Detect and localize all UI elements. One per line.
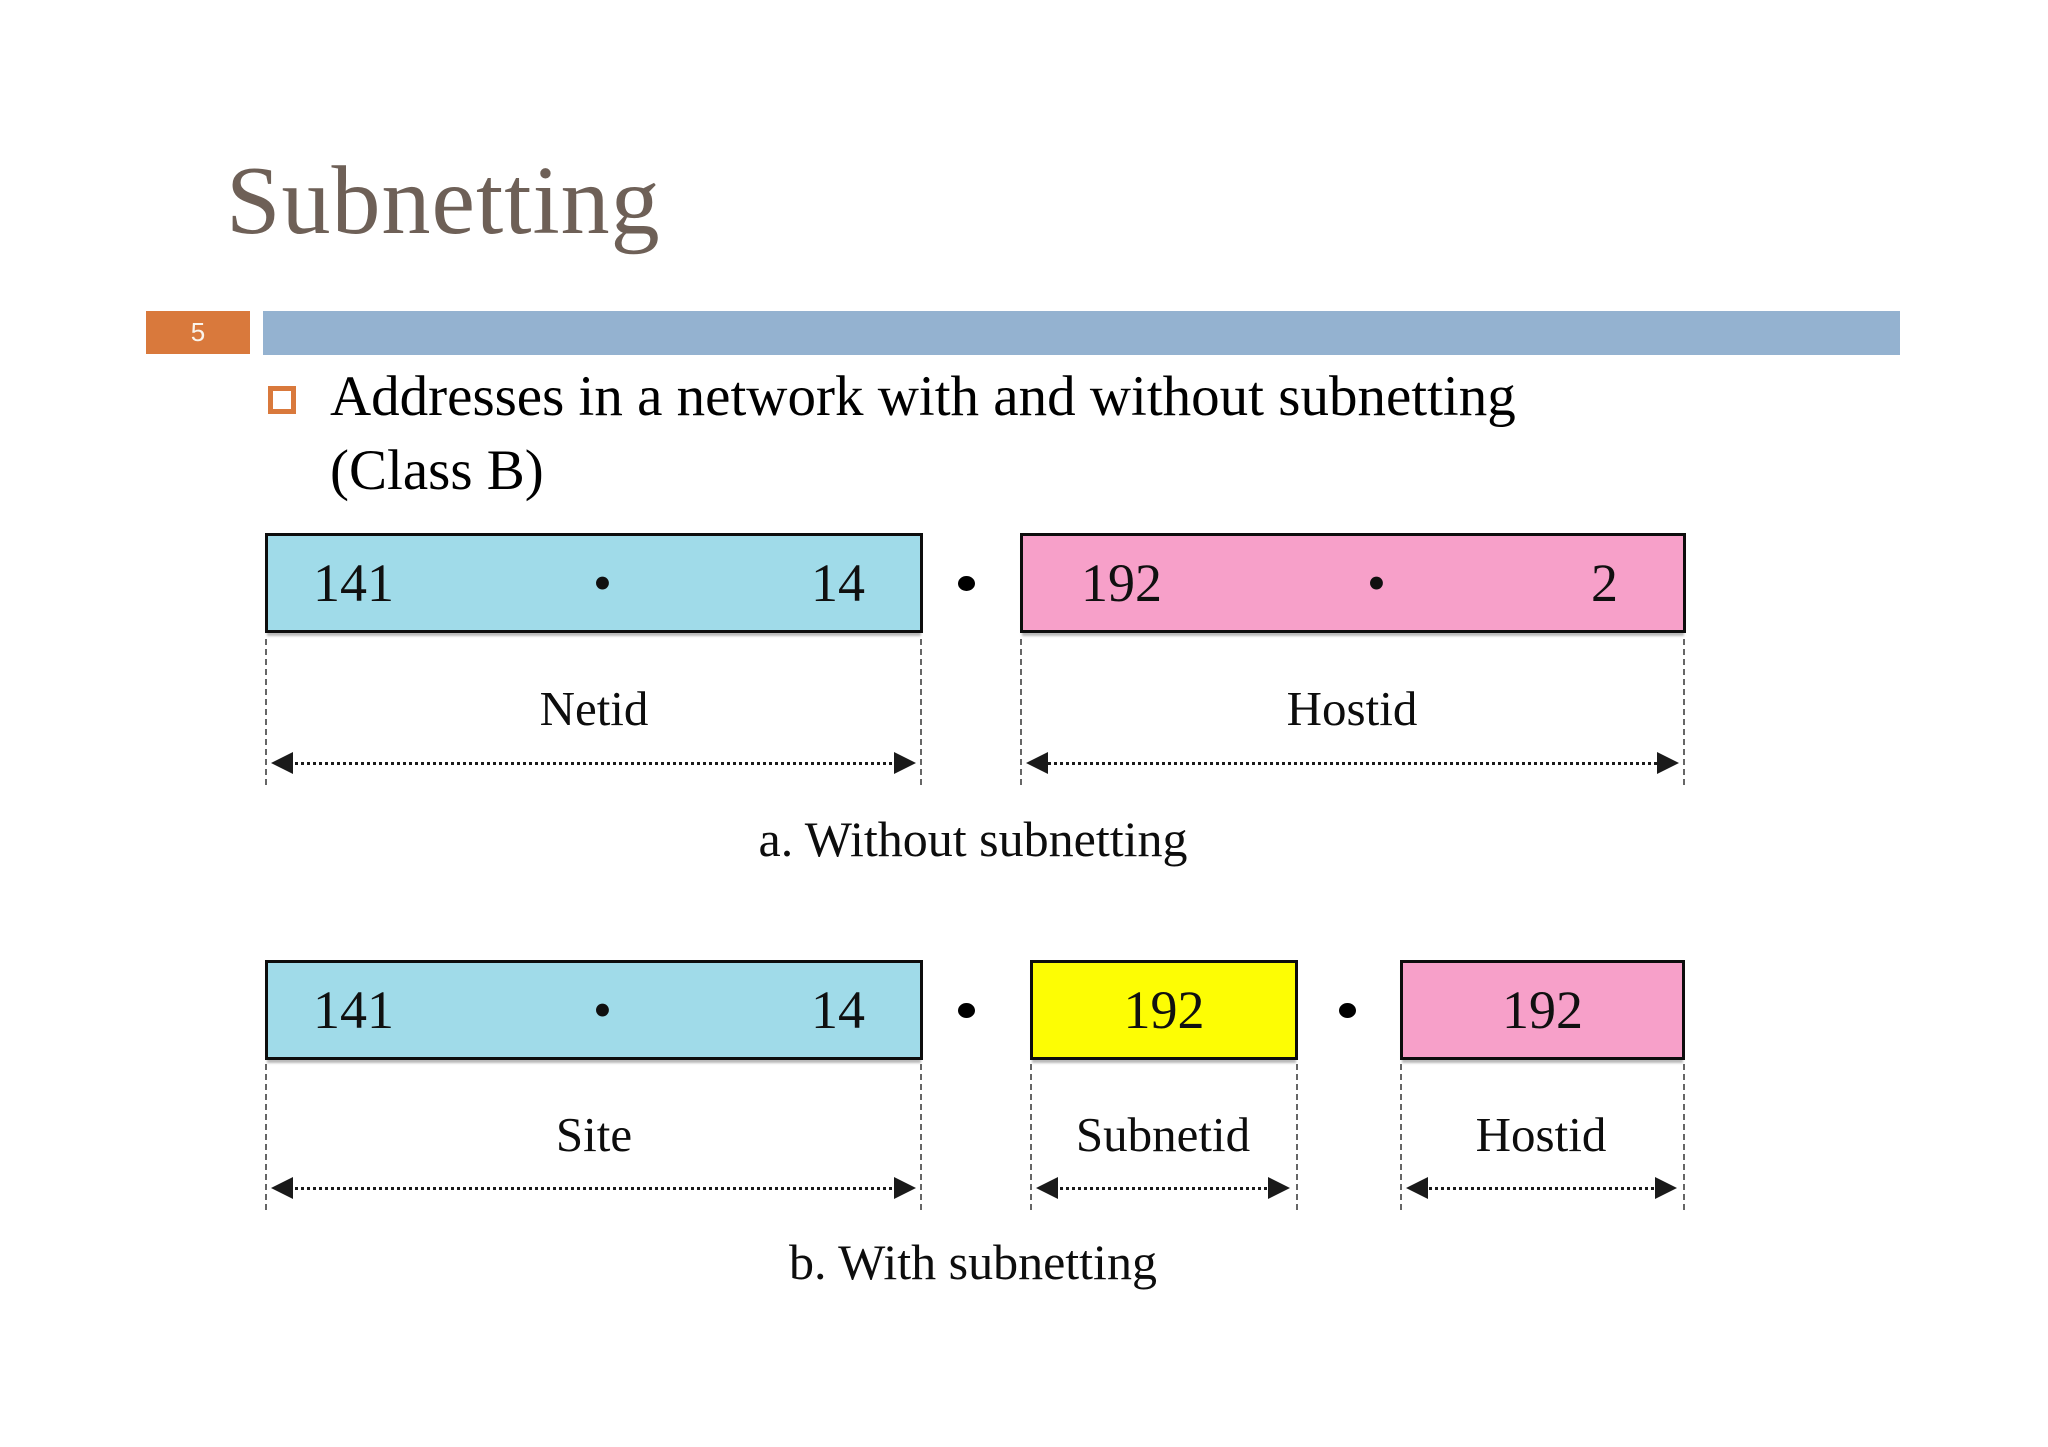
octet-value: 192 (1123, 980, 1205, 1040)
bullet-text: Addresses in a network with and without … (330, 360, 1810, 508)
hostid-label: Hostid (1286, 681, 1418, 736)
guide-line (265, 1064, 267, 1210)
octet-value: 141 (313, 553, 394, 613)
site-label: Site (555, 1107, 633, 1162)
guide-line (1683, 639, 1685, 785)
guide-line (1030, 1064, 1032, 1210)
bullet-text-line2: (Class B) (330, 439, 544, 502)
guide-line (265, 639, 267, 785)
address-separator-dot (1339, 1003, 1356, 1018)
netid-range-arrow (271, 752, 916, 774)
octet-value: 14 (811, 553, 865, 613)
octet-value: 141 (313, 980, 394, 1040)
octet-value: 192 (1081, 553, 1162, 613)
arrowhead-left-icon (1026, 752, 1048, 774)
address-separator-dot (958, 576, 975, 591)
arrowhead-left-icon (271, 752, 293, 774)
octet-value: 14 (811, 980, 865, 1040)
guide-line (1020, 639, 1022, 785)
arrow-line (1053, 1186, 1273, 1190)
hostid-address-box: 192 (1400, 960, 1685, 1060)
hostid-range-arrow (1026, 752, 1679, 774)
site-range-arrow (271, 1177, 916, 1199)
hostid-range-arrow (1406, 1177, 1677, 1199)
guide-line (1683, 1064, 1685, 1210)
octet-separator-dot: • (593, 980, 612, 1040)
site-address-box: 141 • 14 (265, 960, 923, 1060)
subnetid-label: Subnetid (1075, 1107, 1251, 1162)
arrow-line (288, 1186, 899, 1190)
subnetid-range-arrow (1036, 1177, 1290, 1199)
guide-line (1400, 1064, 1402, 1210)
figure-a-caption: a. Without subnetting (758, 811, 1188, 867)
guide-line (920, 639, 922, 785)
guide-line (920, 1064, 922, 1210)
slide-number: 5 (190, 317, 206, 347)
figure-b-caption: b. With subnetting (789, 1234, 1157, 1290)
arrowhead-right-icon (894, 1177, 916, 1199)
slide-number-badge: 5 (146, 311, 250, 354)
arrow-line (288, 761, 899, 765)
netid-label: Netid (539, 681, 649, 736)
header-rule-bar (263, 311, 1900, 355)
arrowhead-right-icon (1655, 1177, 1677, 1199)
subnetid-address-box: 192 (1030, 960, 1298, 1060)
hostid-address-box: 192 • 2 (1020, 533, 1686, 633)
arrowhead-left-icon (1406, 1177, 1428, 1199)
octet-value: 2 (1591, 553, 1618, 613)
arrowhead-left-icon (271, 1177, 293, 1199)
bullet-square-icon (268, 386, 296, 414)
bullet-text-line1: Addresses in a network with and without … (330, 365, 1516, 428)
arrowhead-right-icon (1657, 752, 1679, 774)
octet-value: 192 (1502, 980, 1583, 1040)
arrowhead-right-icon (1268, 1177, 1290, 1199)
arrowhead-left-icon (1036, 1177, 1058, 1199)
arrow-line (1423, 1186, 1660, 1190)
octet-separator-dot: • (593, 553, 612, 613)
address-separator-dot (958, 1003, 975, 1018)
hostid-label: Hostid (1475, 1107, 1607, 1162)
page-title: Subnetting (226, 147, 661, 255)
arrow-line (1043, 761, 1662, 765)
arrowhead-right-icon (894, 752, 916, 774)
netid-address-box: 141 • 14 (265, 533, 923, 633)
octet-separator-dot: • (1367, 553, 1386, 613)
guide-line (1296, 1064, 1298, 1210)
